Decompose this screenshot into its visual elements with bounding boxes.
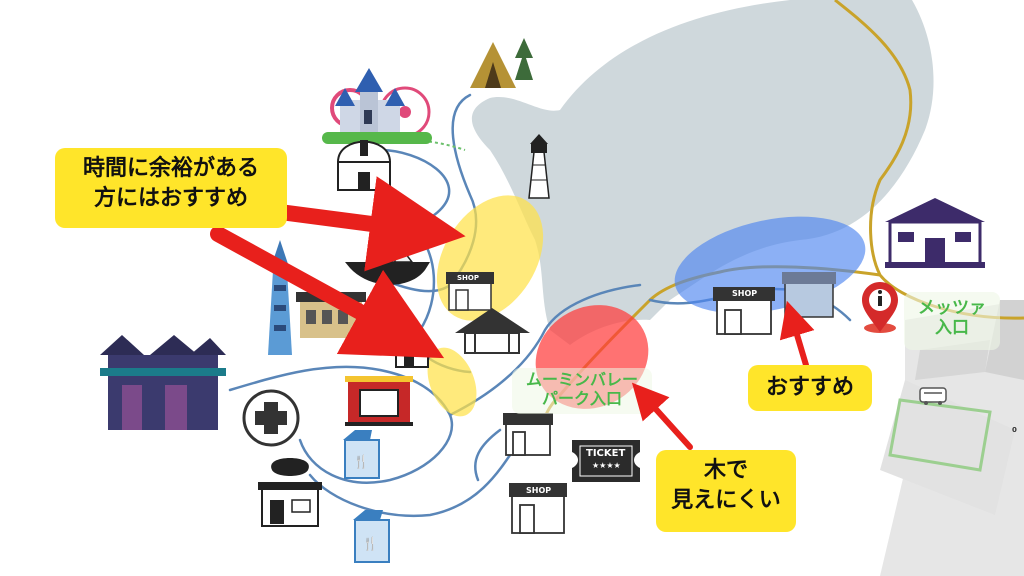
observatory-icon [336,140,392,191]
game-controller-icon [258,458,322,527]
shop-icon [509,483,567,534]
info-pin-icon [862,282,898,333]
shop-icon [503,413,553,456]
shop-icon [713,287,775,335]
lighthouse-icon [528,134,550,199]
tent-icon [470,38,533,88]
svg-text:🍴: 🍴 [362,536,378,552]
callout-leisure-line2: 方にはおすすめ [93,185,248,211]
metsa-entrance-label: メッツァ 入口 [904,298,1000,339]
callout-recommend-text: おすすめ [765,375,854,400]
callout-arrows [210,176,815,450]
callout-trees-line1: 木で [703,458,748,483]
shop-icon [446,272,494,311]
bus-icon [919,387,947,405]
restaurant-icon: 🍴 [353,510,390,563]
first-aid-icon [242,389,300,447]
shop-sign: SHOP [526,486,552,495]
arrow-to-yellow-small [210,226,445,359]
theater-icon [345,376,413,426]
arrow-to-red-area [631,382,693,450]
restaurant-icon: 🍴 [343,430,380,479]
parking-area [880,300,1024,576]
callout-hidden-by-trees: 木で 見えにくい [656,450,796,532]
svg-text:🍴: 🍴 [353,454,369,470]
metsa-building-icon [885,198,985,268]
metsa-entrance-line2: 入口 [935,318,969,339]
highlight-area-yellow-small [427,347,477,417]
arrow-to-blue-area [779,300,815,368]
ticket-stars: ★★★★ [592,461,621,470]
callout-trees-line2: 見えにくい [671,487,781,513]
callout-leisure: 時間に余裕がある 方にはおすすめ [55,148,287,228]
shop-sign: SHOP [457,274,479,282]
callout-recommend: おすすめ [748,365,872,411]
metsa-entrance-line1: メッツァ [918,298,986,318]
market-hall-icon [100,335,226,430]
metsa-entrance-label-bg [904,292,1000,350]
corner-mark: 0 [1012,426,1017,434]
callout-leisure-line1: 時間に余裕がある [82,156,259,181]
shop-sign: SHOP [732,289,758,298]
arrow-to-yellow-area [272,176,466,272]
castle-icon [322,68,432,144]
shop-icon [782,272,836,318]
ticket-icon [572,440,640,482]
ticket-sign: TICKET [586,448,626,459]
moomin-entrance-label-bg [512,368,652,414]
moomin-entrance-line1: ムーミンバレー [525,370,638,389]
lake [471,0,934,345]
pavilion-icon [455,308,530,354]
moomin-entrance-line2: パーク入口 [541,389,622,409]
moomin-entrance-label: ムーミンバレー パーク入口 [512,370,652,408]
